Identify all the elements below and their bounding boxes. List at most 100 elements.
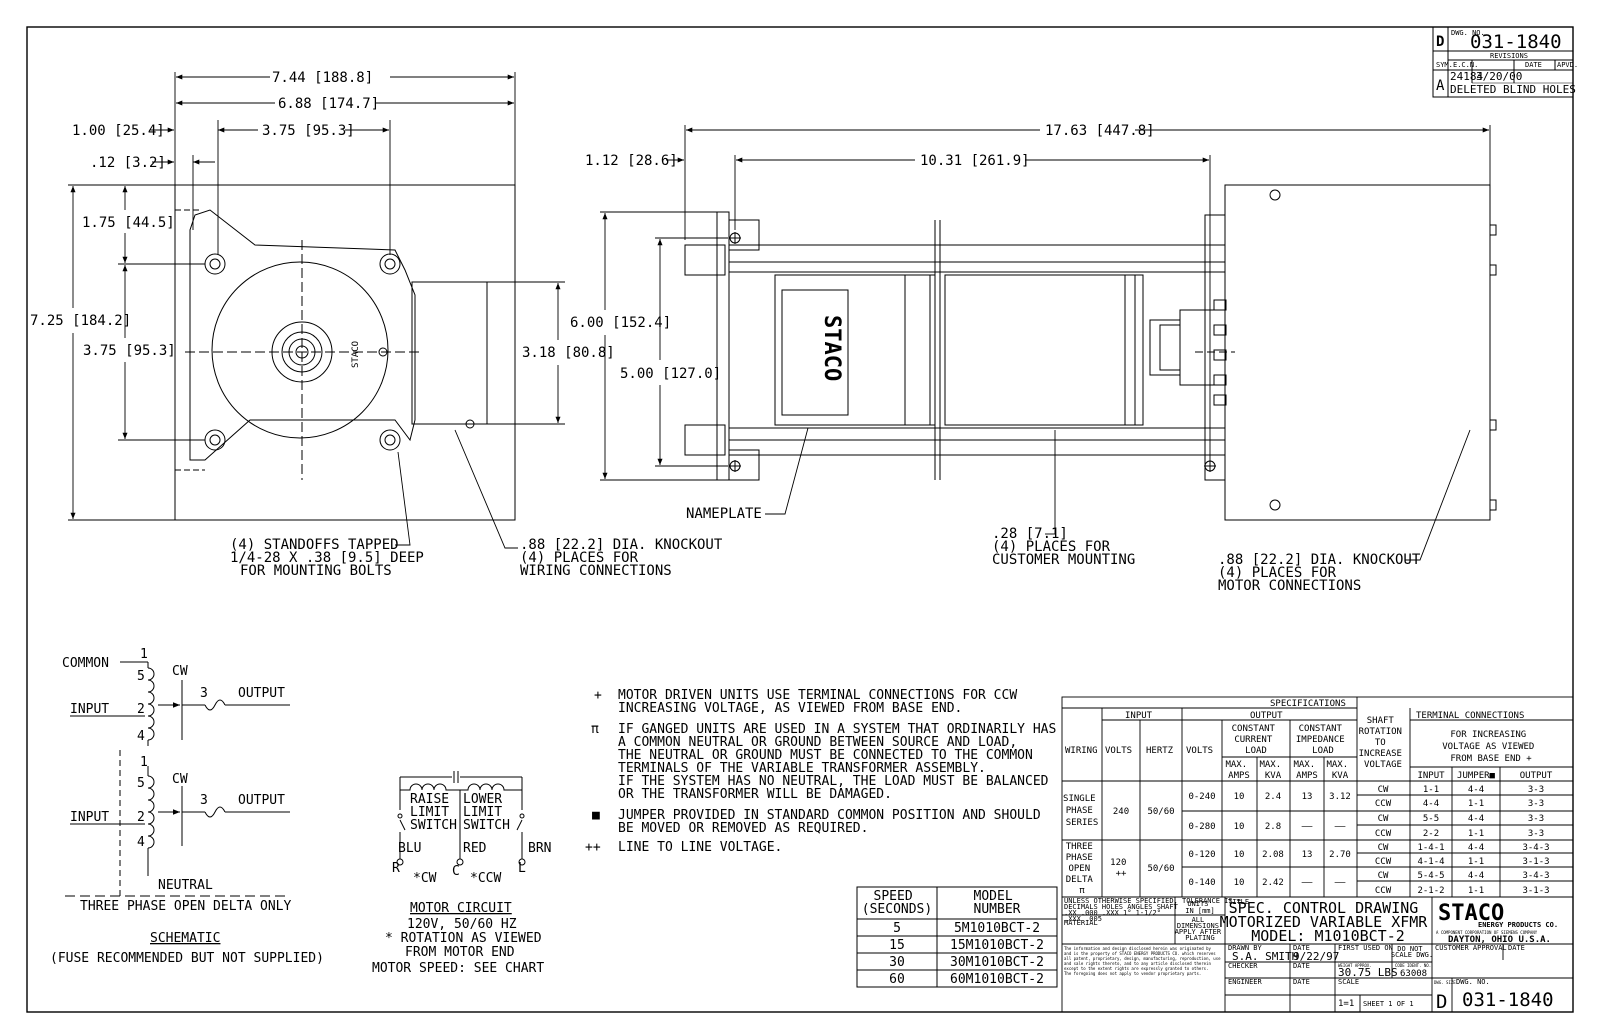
side-view-geometry	[684, 184, 1497, 521]
tb-all-dims-3: APPLY AFTER	[1175, 928, 1222, 936]
tb-weight: 30.75 LBS	[1338, 966, 1398, 979]
spec-g2-t3-in: 5-4-5	[1417, 871, 1444, 881]
front-callout-standoffs-line1: (4) STANDOFFS TAPPED	[230, 537, 399, 553]
spec-g1-wiring-1: SINGLE	[1063, 794, 1096, 804]
tb-customer-approval: CUSTOMER APPROVAL	[1435, 944, 1507, 952]
tb-scale-label: SCALE	[1338, 978, 1359, 986]
motor-circuit-geometry	[399, 771, 523, 860]
spec-g2-r1-ia: 13	[1302, 850, 1313, 860]
tb-sheet: SHEET 1 OF 1	[1363, 1000, 1414, 1008]
spec-const-impedance-2: IMPEDANCE	[1296, 735, 1345, 745]
front-dim-lines	[68, 72, 565, 549]
schematic-input-1: INPUT	[70, 702, 109, 717]
motor-line4: MOTOR SPEED: SEE CHART	[372, 961, 544, 976]
spec-for-increasing-2: VOLTAGE AS VIEWED	[1442, 742, 1534, 752]
speed-row-3-speed: 30	[889, 955, 905, 970]
note-3-sym: ■	[592, 808, 600, 823]
motor-raise-limit-line2: LIMIT	[410, 805, 449, 820]
spec-volts: VOLTS	[1105, 746, 1132, 756]
motor-raise-limit: RAISE LIMIT SWITCH	[410, 792, 457, 833]
spec-g2-volts: 120 ++	[1110, 858, 1132, 879]
spec-g1-t2-o: 3-3	[1528, 799, 1544, 809]
spec-g1-r2-ik: ——	[1335, 822, 1346, 832]
schematic-neutral: NEUTRAL	[158, 878, 213, 893]
spec-g1-t4-in: 2-2	[1423, 829, 1439, 839]
spec-col-output: OUTPUT	[1520, 771, 1553, 781]
motor-lower-limit-line2: LIMIT	[463, 805, 502, 820]
tb-prop-5: except to the extent rights are expressl…	[1064, 966, 1209, 971]
spec-g1-t2-j: 1-1	[1468, 799, 1484, 809]
tb-checker-label: CHECKER	[1228, 962, 1258, 970]
motor-circuit-terminals	[396, 813, 526, 866]
spec-g1-t1-in: 1-1	[1423, 785, 1439, 795]
tb-proprietary: The information and design disclosed her…	[1064, 946, 1223, 976]
spec-g2-t1-rot: CW	[1378, 843, 1389, 853]
rev-date: 3/20/00	[1476, 70, 1522, 83]
motor-line2: * ROTATION AS VIEWED	[385, 931, 542, 946]
motor-red: RED	[463, 841, 487, 856]
note-2-line6: OR THE TRANSFORMER WILL BE DAMAGED.	[618, 787, 892, 802]
rev-dwg-no-label: DWG. NO.	[1451, 29, 1485, 37]
spec-g2-t1-in: 1-4-1	[1417, 843, 1444, 853]
spec-g1-t1-rot: CW	[1378, 785, 1389, 795]
motor-l: L	[518, 861, 526, 876]
tb-tolerance: UNLESS OTHERWISE SPECIFIED, TOLERANCE IS…	[1064, 897, 1245, 923]
tb-first-used-label: FIRST USED ON	[1338, 944, 1393, 952]
tb-dwg-size: D	[1436, 991, 1447, 1013]
spec-max-kva-2: MAX. KVA	[1326, 760, 1353, 781]
speed-row-3-model: 30M1010BCT-2	[950, 955, 1044, 970]
tb-prop-4: and sale rights thereto, and to any arti…	[1064, 961, 1211, 966]
spec-g2-r2-ck: 2.42	[1262, 878, 1284, 888]
schematic-t4a: 4	[137, 729, 145, 744]
tb-title: SPEC. CONTROL DRAWING MOTORIZED VARIABLE…	[1220, 899, 1437, 945]
schematic-three-phase-note: THREE PHASE OPEN DELTA ONLY	[80, 899, 291, 914]
spec-g2-t2-o: 3-1-3	[1522, 857, 1549, 867]
spec-const-impedance-1: CONSTANT	[1299, 724, 1343, 734]
note-2-line3: THE NEUTRAL OR GROUND MUST BE CONNECTED …	[618, 748, 1033, 763]
rev-col-sym: SYM.	[1436, 61, 1453, 69]
spec-shaft: SHAFT ROTATION TO INCREASE VOLTAGE	[1359, 716, 1408, 770]
tb-company-logo: STACO	[1438, 901, 1504, 926]
spec-max-kva-2a: MAX.	[1326, 760, 1348, 770]
title-block-text: UNLESS OTHERWISE SPECIFIED, TOLERANCE IS…	[1064, 897, 1558, 1013]
front-view-geometry	[174, 184, 516, 521]
front-dim-knockout-height: 3.18 [80.8]	[522, 345, 615, 361]
note-2: IF GANGED UNITS ARE USED IN A SYSTEM THA…	[618, 722, 1064, 802]
speed-header-model-line2: NUMBER	[974, 902, 1021, 917]
spec-shaft-1: SHAFT	[1367, 716, 1395, 726]
speed-header-speed-line2: (SECONDS)	[862, 902, 932, 917]
front-dim-overall-height: 7.25 [184.2]	[30, 313, 131, 329]
tb-tolerance-3: .XX .000 .XXX 1° 1-1/2°	[1064, 909, 1161, 917]
schematic-t2a: 2	[137, 702, 145, 717]
title-block-grid	[1061, 896, 1574, 1013]
motor-ccw: *CCW	[470, 871, 501, 886]
spec-max-amps-1: MAX. AMPS	[1225, 760, 1252, 781]
spec-g2-r2-ia: ——	[1302, 878, 1313, 888]
spec-g2-volts-1: 120	[1110, 858, 1126, 868]
tb-company-city: DAYTON, OHIO U.S.A.	[1448, 935, 1551, 945]
motor-line3: FROM MOTOR END	[405, 945, 515, 960]
tb-scale: 1=1	[1338, 999, 1354, 1009]
spec-const-current: CONSTANT CURRENT LOAD	[1232, 724, 1281, 756]
speed-header-model-line1: MODEL	[974, 889, 1013, 904]
spec-wiring: WIRING	[1065, 746, 1098, 756]
speed-row-4-speed: 60	[889, 972, 905, 987]
schematic-t1a: 1	[140, 647, 148, 662]
front-callout-knockout-line3: WIRING CONNECTIONS	[520, 563, 672, 579]
spec-g2-wiring-5: π	[1079, 886, 1085, 896]
tb-do-not-scale-2: SCALE DWG.	[1391, 951, 1433, 959]
front-dim-overall-width: 7.44 [188.8]	[272, 70, 373, 86]
motor-lower-limit-line3: SWITCH	[463, 818, 510, 833]
tb-tolerance-4: .XXX .005	[1064, 915, 1102, 923]
spec-const-current-1: CONSTANT	[1232, 724, 1276, 734]
note-1-line2: INCREASING VOLTAGE, AS VIEWED FROM BASE …	[618, 701, 962, 716]
note-2-line1: IF GANGED UNITS ARE USED IN A SYSTEM THA…	[618, 722, 1056, 737]
spec-group-1: SINGLE PHASE SERIES 240 50/60 0-240 10 2…	[1063, 785, 1544, 839]
tb-code-ident: 63008	[1400, 969, 1427, 979]
front-callout-knockout-line1: .88 [22.2] DIA. KNOCKOUT	[520, 537, 723, 553]
spec-g1-wiring: SINGLE PHASE SERIES	[1063, 794, 1101, 828]
spec-g2-wiring-2: PHASE	[1066, 853, 1093, 863]
tb-date: 9/22/97	[1293, 950, 1339, 963]
speed-row-4-model: 60M1010BCT-2	[950, 972, 1044, 987]
